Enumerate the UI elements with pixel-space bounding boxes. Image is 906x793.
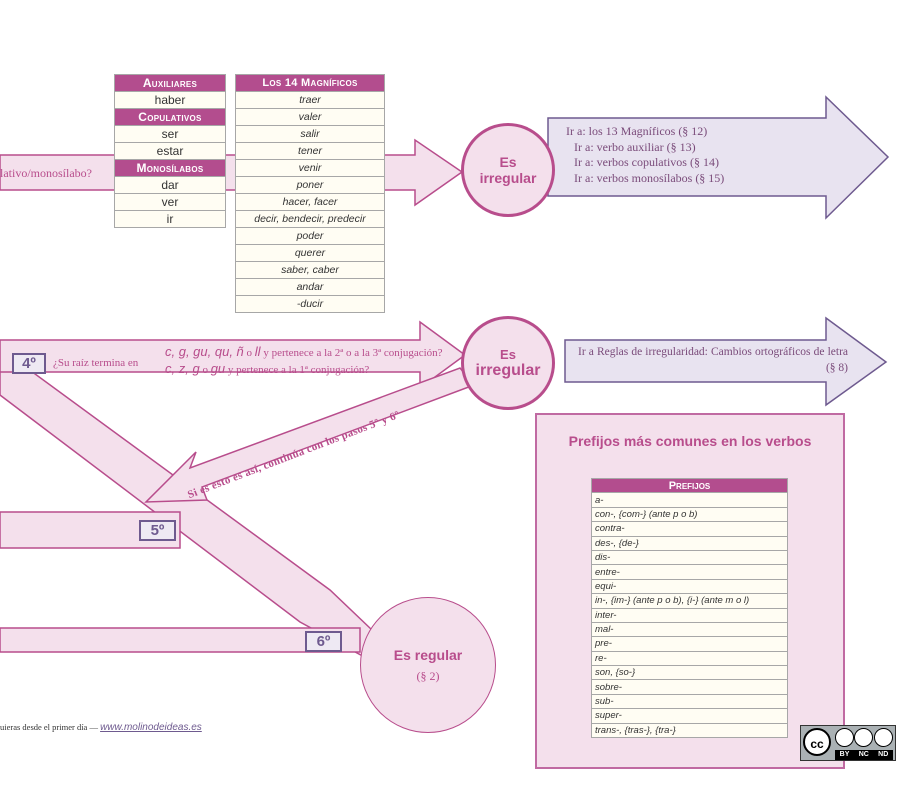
magnifico-item: hacer, facer <box>235 193 385 211</box>
prefijo-item: contra- <box>591 521 788 537</box>
aux-table: Auxiliares haber Copulativos ser estar M… <box>114 74 226 228</box>
magnifico-item: saber, caber <box>235 261 385 279</box>
cop-estar: estar <box>114 142 226 160</box>
prefijo-item: des-, {de-} <box>591 535 788 551</box>
circle2-line2: irregular <box>475 361 541 379</box>
footer: uieras desde el primer día — www.molinod… <box>0 722 202 733</box>
magnifico-item: -ducir <box>235 295 385 313</box>
mono-ir: ir <box>114 210 226 228</box>
prefijo-item: trans-, {tras-}, {tra-} <box>591 722 788 739</box>
cc-icon: cc <box>803 728 831 756</box>
step5-band <box>0 511 181 549</box>
q4-line1-ll: ll <box>254 344 261 359</box>
circle-es-irregular-1: Es irregular <box>461 123 555 217</box>
link-item[interactable]: Ir a: verbos copulativos (§ 14) <box>574 155 719 169</box>
nc-icon <box>854 728 874 747</box>
links-group-1: Ir a: los 13 Magníficos (§ 12)Ir a: verb… <box>566 124 724 186</box>
prefijo-item: a- <box>591 492 788 508</box>
prefijo-item: sobre- <box>591 679 788 695</box>
cc-symbols <box>835 728 893 748</box>
step5-badge: 5º <box>139 520 176 541</box>
step6-band <box>0 627 361 653</box>
q4-line1-letters: c, g, gu, qu, ñ <box>165 344 244 359</box>
magnifico-item: venir <box>235 159 385 177</box>
prefijo-item: sub- <box>591 693 788 710</box>
q4-line2-rest: y pertenece a la 1ª conjugación? <box>225 364 370 376</box>
prefijos-table: Prefijos a-con-, {com-} (ante p o b)cont… <box>591 477 788 739</box>
diagonal-arrow-to-regular <box>0 359 373 662</box>
prefijo-item: entre- <box>591 564 788 580</box>
prefijo-item: equi- <box>591 578 788 595</box>
prefijo-item: mal- <box>591 621 788 638</box>
circle2-line1: Es <box>500 346 516 362</box>
aux-haber: haber <box>114 91 226 109</box>
magnifico-item: traer <box>235 91 385 109</box>
q4-prefix: ¿Su raíz termina en <box>53 357 139 369</box>
step4-badge: 4º <box>12 353 46 374</box>
prefijo-item: super- <box>591 708 788 724</box>
footer-link[interactable]: www.molinodeideas.es <box>100 722 202 733</box>
prefijos-header: Prefijos <box>591 477 788 494</box>
return-arrow <box>144 367 476 503</box>
cc-label-nc: NC <box>858 751 869 758</box>
mono-ver: ver <box>114 193 226 211</box>
circle3-title: Es regular <box>393 646 463 663</box>
mono-dar: dar <box>114 176 226 194</box>
prefijo-item: pre- <box>591 636 788 652</box>
magnifico-item: poner <box>235 176 385 194</box>
nd-icon <box>873 728 893 747</box>
magnifico-item: decir, bendecir, predecir <box>235 210 385 228</box>
magnifico-item: andar <box>235 278 385 296</box>
cc-labels: BY NC ND <box>835 750 893 760</box>
circle-es-irregular-2: Es irregular <box>461 316 555 410</box>
q4-line2: c, z, g o gu y pertenece a la 1ª conjuga… <box>165 361 369 376</box>
magnificos-header: Los 14 Magníficos <box>235 74 385 92</box>
cc-label-nd: ND <box>878 751 889 758</box>
q4-line2-o: o <box>199 364 211 376</box>
cc-label-by: BY <box>839 751 850 758</box>
prefijos-title: Prefijos más comunes en los verbos <box>568 433 812 449</box>
circle3-sub: (§ 2) <box>416 668 440 683</box>
prefijo-item: con-, {com-} (ante p o b) <box>591 506 788 523</box>
magnifico-item: valer <box>235 108 385 126</box>
q4-line1: c, g, gu, qu, ñ o ll y pertenece a la 2ª… <box>165 344 443 359</box>
q4-line2-gu: gu <box>210 361 226 376</box>
q4-line1-o: o <box>243 347 255 359</box>
top-purple-arrow <box>547 95 890 220</box>
by-icon <box>835 728 855 747</box>
circle-es-regular: Es regular (§ 2) <box>360 597 496 733</box>
cc-license-badge[interactable]: cc BY NC ND <box>800 725 896 761</box>
step4-arrow <box>0 320 467 390</box>
prefijo-item: in-, {im-} (ante p o b), {i-} (ante m o … <box>591 593 788 609</box>
footer-text: uieras desde el primer día — <box>0 722 101 732</box>
link-reglas-irregularidad[interactable]: Ir a Reglas de irregularidad: Cambios or… <box>578 346 848 374</box>
prefijo-item: son, {so-} <box>591 665 788 681</box>
link-item[interactable]: Ir a: verbo auxiliar (§ 13) <box>574 139 696 154</box>
q4-line2-letters: c, z, g <box>165 361 200 376</box>
cop-header: Copulativos <box>114 108 226 126</box>
top-question: lativo/monosílabo? <box>0 166 92 180</box>
prefijo-item: inter- <box>591 607 788 623</box>
q4-line1-rest: y pertenece a la 2ª o a la 3ª conjugació… <box>260 347 443 359</box>
aux-header: Auxiliares <box>114 74 226 92</box>
link-item[interactable]: Ir a: verbos monosílabos (§ 15) <box>574 170 725 185</box>
circle1-line1: Es <box>499 154 517 170</box>
mono-header: Monosílabos <box>114 159 226 177</box>
cop-ser: ser <box>114 125 226 143</box>
circle1-line2: irregular <box>479 170 537 186</box>
magnifico-item: poder <box>235 227 385 245</box>
middle-purple-arrow <box>564 316 888 407</box>
prefijo-item: dis- <box>591 549 788 566</box>
magnifico-item: tener <box>235 142 385 160</box>
magnifico-item: querer <box>235 244 385 262</box>
magnifico-item: salir <box>235 125 385 143</box>
link-item[interactable]: Ir a: los 13 Magníficos (§ 12) <box>566 124 708 138</box>
prefijo-item: re- <box>591 650 788 667</box>
step6-badge: 6º <box>305 631 342 652</box>
